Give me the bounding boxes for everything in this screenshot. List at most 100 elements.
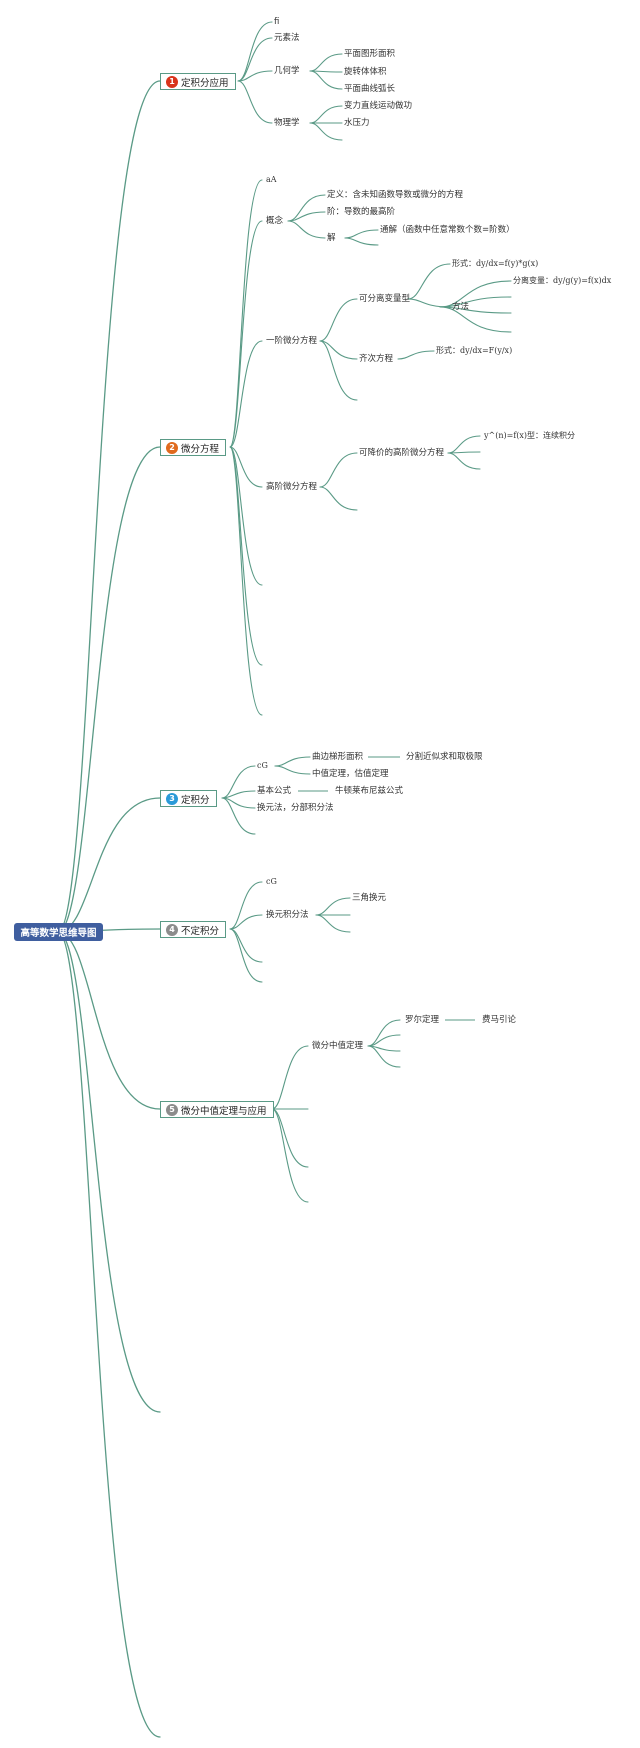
connector-43 [447,452,481,470]
node-niudun[interactable]: 牛顿莱布尼兹公式 [335,786,404,796]
connector-1 [57,446,161,933]
node-dingyi[interactable]: 定义：含未知函数导数或微分的方程 [327,190,464,200]
node-cG-3[interactable]: cG [257,761,268,770]
branch-4[interactable]: 4 不定积分 [160,921,227,938]
node-sanjiao[interactable]: 三角换元 [352,893,387,903]
branch-3-label: 定积分 [181,794,210,806]
connector-32 [407,263,451,300]
node-cG-4[interactable]: cG [266,877,277,886]
branch-2-label: 微分方程 [181,443,220,455]
connector-29 [319,298,358,342]
node-luoer[interactable]: 罗尔定理 [405,1015,440,1025]
connector-0 [57,80,161,933]
branch-2[interactable]: 2 微分方程 [160,439,227,456]
connector-56 [315,897,351,916]
connector-36 [439,306,512,314]
connector-19 [229,340,263,448]
node-yuansu[interactable]: 元素法 [274,33,300,43]
node-yijie[interactable]: 一阶微分方程 [266,336,318,346]
connector-62 [271,1108,309,1203]
connector-38 [397,350,435,360]
connector-47 [221,797,256,835]
connector-13 [309,70,343,90]
connector-49 [274,765,311,775]
connector-21 [229,446,263,586]
node-zhongzhi[interactable]: 中值定理，估值定理 [312,769,389,779]
connector-31 [319,340,358,401]
connector-34 [439,280,512,308]
node-weifen[interactable]: 微分中值定理 [312,1041,364,1051]
connector-16 [309,122,343,141]
connector-4 [57,931,161,1110]
node-yn[interactable]: y^(n)=f(x)型：连续积分 [484,431,576,440]
connector-63 [367,1019,401,1047]
connector-10 [237,80,273,124]
branch-5[interactable]: 5 微分中值定理与应用 [160,1101,274,1118]
node-tongjie[interactable]: 通解（函数中任意常数个数=阶数） [380,225,515,235]
connector-66 [367,1045,401,1068]
connector-11 [309,53,343,72]
node-kefenli[interactable]: 可分离变量型 [359,294,411,304]
node-huanyuan-4[interactable]: 换元积分法 [266,910,309,920]
node-xingshi2[interactable]: 形式：dy/dx=F(y/x) [436,346,513,355]
node-qici[interactable]: 齐次方程 [359,354,394,364]
node-huanyuan-3[interactable]: 换元法，分部积分法 [257,803,334,813]
node-shuiyali[interactable]: 水压力 [344,118,370,128]
root-node[interactable]: 高等数学思维导图 [14,923,103,941]
connector-53 [229,914,263,930]
connector-52 [229,881,263,930]
connector-8 [237,37,273,82]
connector-23 [229,446,263,716]
branch-1[interactable]: 1 定积分应用 [160,73,236,90]
connector-26 [287,220,326,239]
badge-4: 4 [166,923,178,936]
badge-1: 1 [166,75,178,88]
connector-28 [344,237,379,246]
node-bianli[interactable]: 变力直线运动做功 [344,101,413,111]
connector-59 [271,1045,309,1110]
connector-33 [407,298,451,308]
connector-14 [309,105,343,124]
connector-48 [274,756,311,767]
node-wuli[interactable]: 物理学 [274,118,300,128]
node-jihe[interactable]: 几何学 [274,66,300,76]
node-xingshi1[interactable]: 形式：dy/dx=f(y)*g(x) [452,259,539,268]
node-fenli[interactable]: 分离变量：dy/g(y)=f(x)dx [513,276,612,285]
node-fangfa[interactable]: 方法 [452,302,470,312]
node-kejiang[interactable]: 可降价的高阶微分方程 [359,448,445,458]
node-fenge[interactable]: 分割近似求和取极限 [406,752,483,762]
node-jiben[interactable]: 基本公式 [257,786,292,796]
connector-30 [319,340,358,360]
connector-44 [221,765,256,799]
connector-18 [229,220,263,448]
node-qubian[interactable]: 曲边梯形面积 [312,752,364,762]
connector-37 [439,306,512,333]
node-gainian[interactable]: 概念 [266,216,284,226]
connector-58 [315,914,351,933]
node-fi[interactable]: fi [274,17,280,27]
node-feima[interactable]: 费马引论 [482,1015,517,1025]
node-gaojie[interactable]: 高阶微分方程 [266,482,318,492]
branch-5-label: 微分中值定理与应用 [181,1105,267,1117]
connector-25 [287,211,326,222]
badge-3: 3 [166,792,178,805]
branch-3[interactable]: 3 定积分 [160,790,217,807]
connector-39 [319,452,358,488]
node-xuanzhuan[interactable]: 旋转体体积 [344,67,387,77]
node-pingmian-mianji[interactable]: 平面图形面积 [344,49,396,59]
connector-5 [57,931,161,1413]
connector-6 [57,931,161,1738]
connector-55 [229,928,263,983]
branch-1-label: 定积分应用 [181,77,229,89]
connector-20 [229,446,263,488]
node-jie[interactable]: 解 [327,233,336,243]
badge-2: 2 [166,441,178,454]
node-hucheng[interactable]: 平面曲线弧长 [344,84,396,94]
node-aA[interactable]: aA [266,175,277,184]
branch-4-label: 不定积分 [181,925,220,937]
connector-61 [271,1108,309,1168]
connector-45 [221,790,256,799]
connector-24 [287,194,326,222]
node-jie-order[interactable]: 阶：导数的最高阶 [327,207,396,217]
